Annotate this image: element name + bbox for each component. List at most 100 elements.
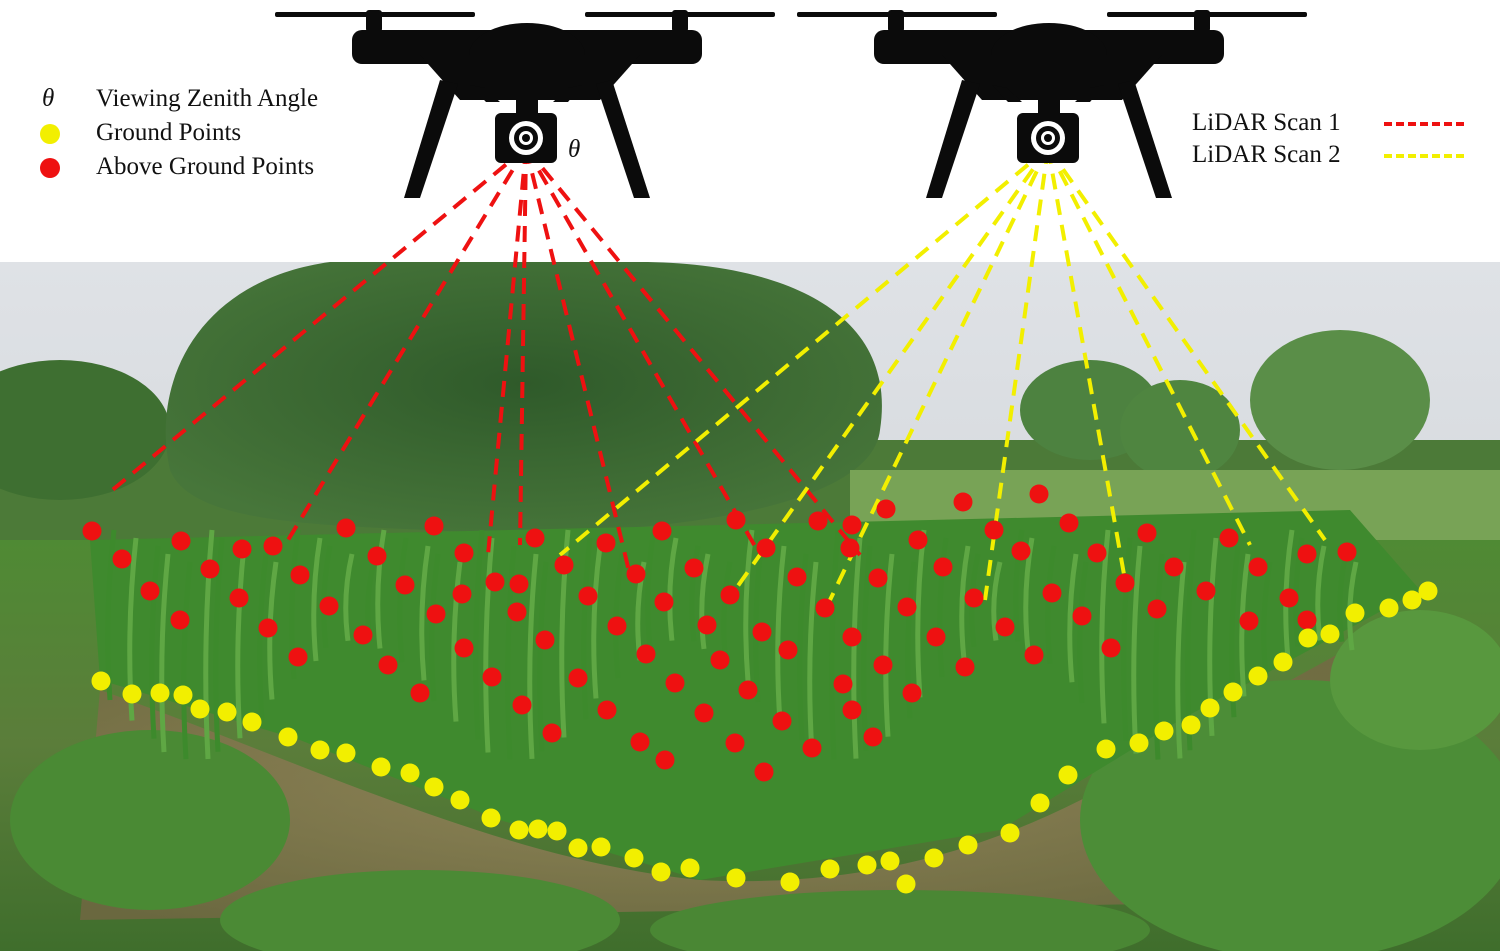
ground-point-swatch bbox=[40, 124, 60, 144]
above-ground-point bbox=[1297, 610, 1317, 630]
maize-stalk bbox=[775, 545, 787, 723]
maize-stalk bbox=[537, 561, 549, 752]
above-ground-point bbox=[902, 683, 922, 703]
maize-stalk bbox=[699, 553, 711, 650]
maize-stalk bbox=[959, 545, 971, 660]
ground-point bbox=[1320, 624, 1340, 644]
ground-point bbox=[880, 851, 900, 871]
maize-stalk bbox=[311, 537, 323, 662]
drone-icon bbox=[797, 10, 1307, 198]
leaf-cluster bbox=[10, 730, 290, 910]
ground-points bbox=[91, 581, 1438, 894]
above-ground-point bbox=[367, 546, 387, 566]
maize-stalk bbox=[1045, 545, 1057, 664]
maize-stalk bbox=[1337, 553, 1349, 643]
ground-point bbox=[1248, 666, 1268, 686]
maize-stalk bbox=[321, 545, 333, 648]
above-ground-point bbox=[1115, 573, 1135, 593]
above-ground-point bbox=[697, 615, 717, 635]
right-tree-3 bbox=[1120, 380, 1240, 480]
above-ground-point bbox=[200, 559, 220, 579]
above-ground-point bbox=[876, 499, 896, 519]
above-ground-point bbox=[720, 585, 740, 605]
above-ground-point bbox=[636, 644, 656, 664]
left-bush bbox=[0, 360, 170, 500]
above-ground-point bbox=[426, 604, 446, 624]
maize-stalk bbox=[645, 529, 657, 648]
above-ground-point bbox=[171, 531, 191, 551]
above-ground-point bbox=[1147, 599, 1167, 619]
above-ground-point bbox=[1024, 645, 1044, 665]
maize-stalk bbox=[375, 529, 387, 649]
maize-stalk bbox=[1067, 553, 1079, 683]
scan-1-line bbox=[524, 147, 762, 556]
ground-point bbox=[371, 757, 391, 777]
above-ground-point bbox=[290, 565, 310, 585]
maize-stalk bbox=[419, 545, 431, 681]
above-ground-point bbox=[833, 674, 853, 694]
above-ground-point bbox=[842, 627, 862, 647]
legend-ground-label: Ground Points bbox=[96, 119, 242, 146]
ground-point bbox=[896, 874, 916, 894]
maize-stalk bbox=[883, 553, 895, 737]
leaf-cluster bbox=[220, 870, 620, 951]
above-ground-point bbox=[754, 762, 774, 782]
above-ground-point bbox=[655, 750, 675, 770]
above-ground-points bbox=[82, 484, 1357, 782]
ground-point bbox=[1379, 598, 1399, 618]
lidar-scan-1-lines bbox=[108, 146, 862, 576]
ground-point bbox=[1418, 581, 1438, 601]
maize-stalk bbox=[743, 529, 755, 682]
maize-stalk bbox=[613, 553, 625, 679]
maize-stalk bbox=[451, 561, 463, 722]
maize-stalk bbox=[1315, 545, 1327, 641]
above-ground-point bbox=[953, 492, 973, 512]
ground-point bbox=[1273, 652, 1293, 672]
ground-point bbox=[780, 872, 800, 892]
ground-point bbox=[591, 837, 611, 857]
above-ground-point bbox=[554, 555, 574, 575]
maize-stalk bbox=[1121, 537, 1133, 742]
maize-stalk bbox=[527, 553, 539, 759]
above-ground-point bbox=[1029, 484, 1049, 504]
ground-point bbox=[1129, 733, 1149, 753]
above-ground-point bbox=[873, 655, 893, 675]
legend-theta-label: Viewing Zenith Angle bbox=[96, 85, 319, 112]
maize-stalk bbox=[667, 537, 679, 641]
maize-stalk bbox=[1131, 545, 1143, 754]
above-ground-point bbox=[1101, 638, 1121, 658]
maize-stalk bbox=[807, 561, 819, 754]
camera-icon bbox=[1031, 121, 1065, 155]
above-ground-point bbox=[908, 530, 928, 550]
above-ground-point bbox=[630, 732, 650, 752]
leaf-cluster bbox=[1080, 680, 1500, 951]
maize-stalk bbox=[937, 537, 949, 678]
above-ground-point bbox=[607, 616, 627, 636]
above-ground-point bbox=[1219, 528, 1239, 548]
ground-point bbox=[400, 763, 420, 783]
above-ground-point bbox=[897, 597, 917, 617]
above-ground-point bbox=[654, 592, 674, 612]
ground-point bbox=[624, 848, 644, 868]
scan-2-line bbox=[558, 146, 1050, 557]
above-ground-point bbox=[726, 510, 746, 530]
ground-point bbox=[1096, 739, 1116, 759]
scan-2-line bbox=[1046, 147, 1127, 581]
leaf-cluster bbox=[650, 890, 1150, 951]
maize-stalk bbox=[429, 553, 441, 702]
above-ground-point bbox=[1137, 523, 1157, 543]
scan-1-line bbox=[524, 147, 632, 576]
above-ground-point bbox=[1011, 541, 1031, 561]
above-ground-point bbox=[596, 533, 616, 553]
above-ground-point bbox=[778, 640, 798, 660]
above-ground-point bbox=[665, 673, 685, 693]
above-ground-point bbox=[725, 733, 745, 753]
above-ground-point bbox=[507, 602, 527, 622]
maize-stalk bbox=[1175, 561, 1187, 759]
ground-point bbox=[1030, 793, 1050, 813]
maize-stalk bbox=[581, 537, 593, 720]
field-photo bbox=[0, 262, 1500, 951]
ground-point bbox=[1402, 590, 1422, 610]
above-ground-point bbox=[964, 588, 984, 608]
above-ground-point bbox=[82, 521, 102, 541]
